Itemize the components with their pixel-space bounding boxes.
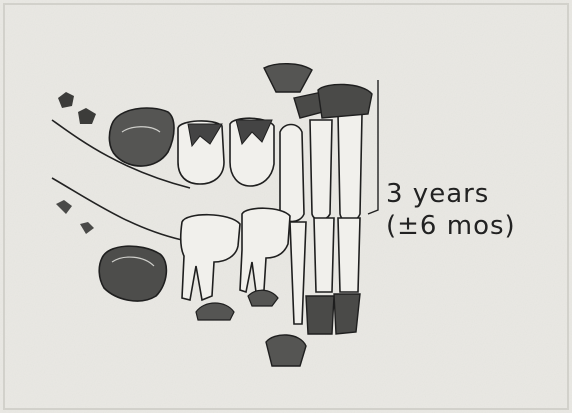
upper-primary-lateral-incisor (310, 120, 332, 220)
upper-primary-central-incisor (338, 114, 362, 222)
lower-permanent-molar-crown (99, 246, 166, 301)
upper-permanent-molar-crown (109, 108, 174, 166)
lower-permanent-canine-crown (266, 335, 306, 366)
age-label: 3 years (386, 178, 566, 210)
lower-primary-lateral-incisor (314, 218, 334, 292)
lower-primary-central-incisor (338, 218, 360, 292)
lower-permanent-lateral-crown (306, 296, 334, 334)
upper-primary-canine (280, 125, 304, 222)
lower-permanent-central-crown (334, 294, 360, 334)
age-range-label: (±6 mos) (386, 210, 566, 242)
age-annotation: 3 years (±6 mos) (386, 178, 566, 242)
upper-permanent-central-crown (318, 84, 372, 118)
